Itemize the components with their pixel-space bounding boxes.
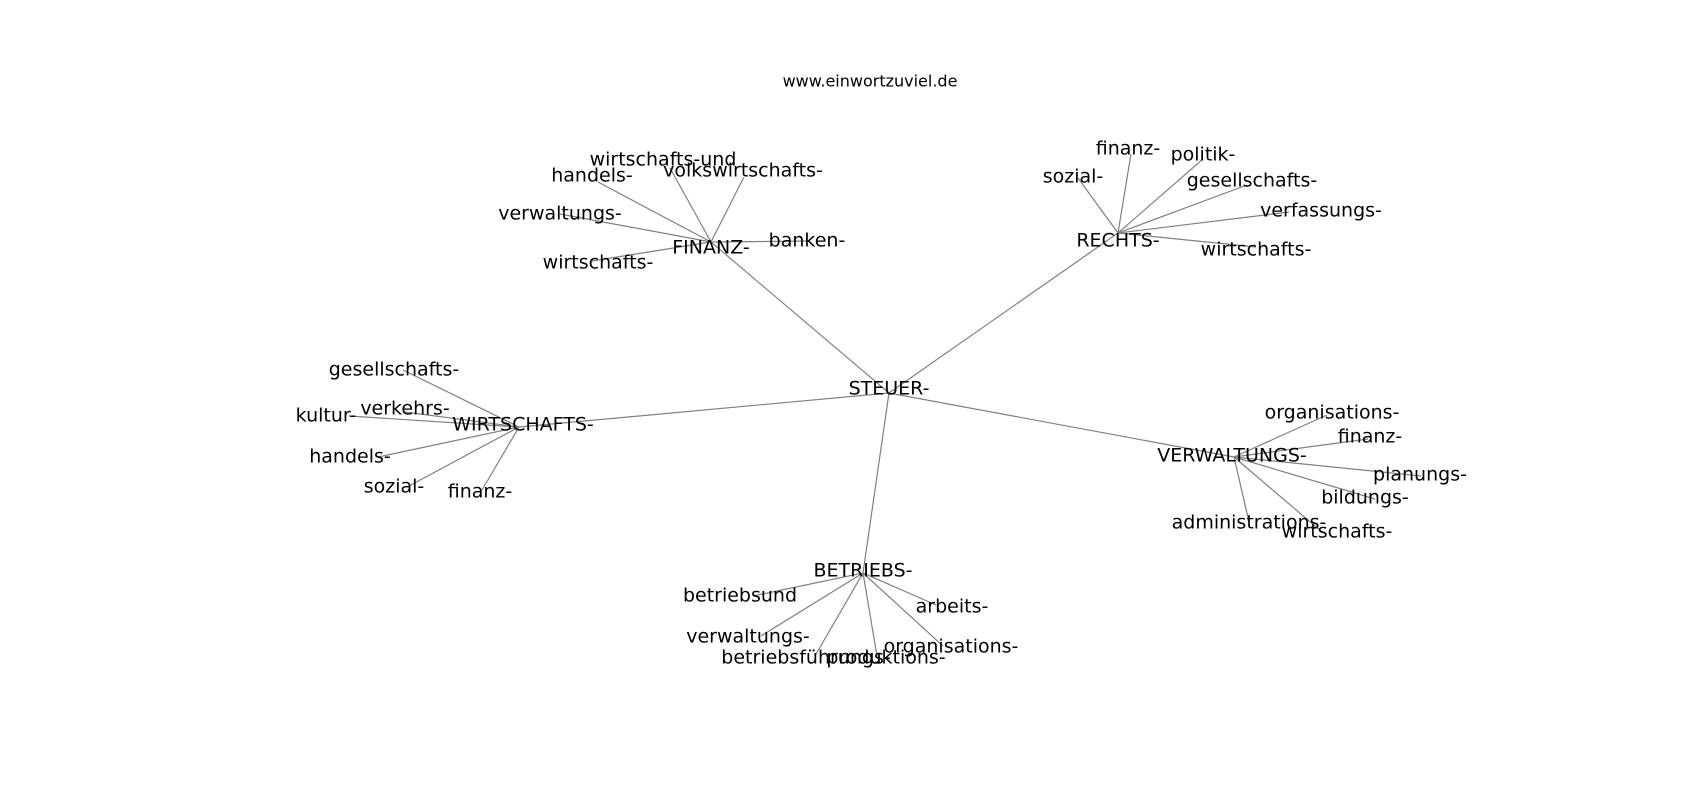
edge-hub-to-leaf <box>710 240 809 243</box>
edge-hub-to-leaf <box>404 411 520 428</box>
leaf-node-label: finanz- <box>1338 426 1403 448</box>
edge-layer <box>348 153 1422 657</box>
edge-hub-to-leaf <box>348 415 520 428</box>
edge-hub-to-leaf <box>1117 184 1248 234</box>
edge-root-to-hub <box>518 392 890 428</box>
leaf-node-label: wirtschafts- <box>543 252 654 274</box>
hub-node-label: VERWALTUNGS- <box>1157 445 1307 467</box>
edge-hub-to-leaf <box>1233 438 1369 458</box>
root-node-label: STEUER- <box>849 378 930 400</box>
leaf-node-label: verwaltungs- <box>498 203 622 225</box>
edge-root-to-hub <box>888 232 1119 394</box>
leaf-node-label: finanz- <box>1096 138 1161 160</box>
leaf-node-label: gesellschafts- <box>329 359 460 381</box>
leaf-node-label: wirtschafts-und <box>590 149 737 171</box>
leaf-node-label: banken- <box>769 230 846 252</box>
edge-hub-to-leaf <box>814 572 864 657</box>
leaf-node-label: produktions- <box>826 647 945 669</box>
edge-hub-to-leaf <box>1077 177 1119 234</box>
leaf-node-label: verfassungs- <box>1260 200 1382 222</box>
edge-hub-to-leaf <box>1233 456 1422 477</box>
edge-hub-to-leaf <box>408 426 520 487</box>
edge-hub-to-leaf <box>669 167 712 243</box>
leaf-node-label: betriebsführungs- <box>721 647 890 669</box>
hub-node-label: FINANZ- <box>672 237 750 259</box>
leaf-node-label: organisations- <box>884 636 1019 658</box>
leaf-node-label: volkswirtschafts- <box>663 160 823 182</box>
edge-hub-to-leaf <box>597 181 712 243</box>
edge-hub-to-leaf <box>559 213 712 243</box>
edge-hub-to-leaf <box>1117 158 1204 234</box>
edge-hub-to-leaf <box>862 572 944 647</box>
edge-hub-to-leaf <box>1233 456 1323 533</box>
hub-node-label: WIRTSCHAFTS- <box>452 414 594 436</box>
source-url: www.einwortzuviel.de <box>783 72 958 91</box>
leaf-node-label: wirtschafts- <box>1201 239 1312 261</box>
leaf-node-label: betriebsund <box>683 585 797 607</box>
edge-hub-to-leaf <box>760 572 864 637</box>
leaf-node-label: verkehrs- <box>360 398 449 420</box>
edge-hub-to-leaf <box>1233 414 1328 458</box>
edge-hub-to-leaf <box>862 572 937 606</box>
leaf-node-label: kultur- <box>296 405 357 427</box>
leaf-node-label: organisations- <box>1265 402 1400 424</box>
edge-hub-to-leaf <box>1233 456 1250 523</box>
edge-hub-to-leaf <box>862 572 878 657</box>
leaf-node-label: gesellschafts- <box>1187 170 1318 192</box>
leaf-node-label: wirtschafts- <box>1282 521 1393 543</box>
edge-hub-to-leaf <box>1117 211 1290 234</box>
edge-hub-to-leaf <box>710 176 745 243</box>
edge-hub-to-leaf <box>591 241 712 262</box>
edge-hub-to-leaf <box>1233 456 1376 500</box>
leaf-node-label: planungs- <box>1373 464 1467 486</box>
leaf-node-label: finanz- <box>448 481 513 503</box>
edge-hub-to-leaf <box>402 369 520 428</box>
leaf-node-label: bildungs- <box>1321 487 1409 509</box>
leaf-node-label: handels- <box>309 446 391 468</box>
edge-hub-to-leaf <box>481 426 520 491</box>
leaf-node-label: sozial- <box>364 476 425 498</box>
edge-root-to-hub <box>862 392 890 574</box>
edge-hub-to-leaf <box>1117 232 1257 248</box>
leaf-node-label: sozial- <box>1043 166 1104 188</box>
leaf-node-label: handels- <box>551 165 633 187</box>
edge-hub-to-leaf <box>752 572 864 597</box>
edge-hub-to-leaf <box>1117 153 1132 234</box>
edge-root-to-hub <box>710 241 890 394</box>
leaf-node-label: politik- <box>1171 144 1236 166</box>
edge-hub-to-leaf <box>377 426 520 458</box>
leaf-node-label: administrations- <box>1172 512 1327 534</box>
edge-root-to-hub <box>888 392 1235 458</box>
hub-node-label: RECHTS- <box>1076 230 1159 252</box>
hub-node-label: BETRIEBS- <box>813 560 912 582</box>
label-layer: www.einwortzuviel.de STEUER- FINANZ-wirts… <box>296 72 1467 669</box>
leaf-node-label: verwaltungs- <box>686 626 810 648</box>
leaf-node-label: arbeits- <box>916 596 989 618</box>
